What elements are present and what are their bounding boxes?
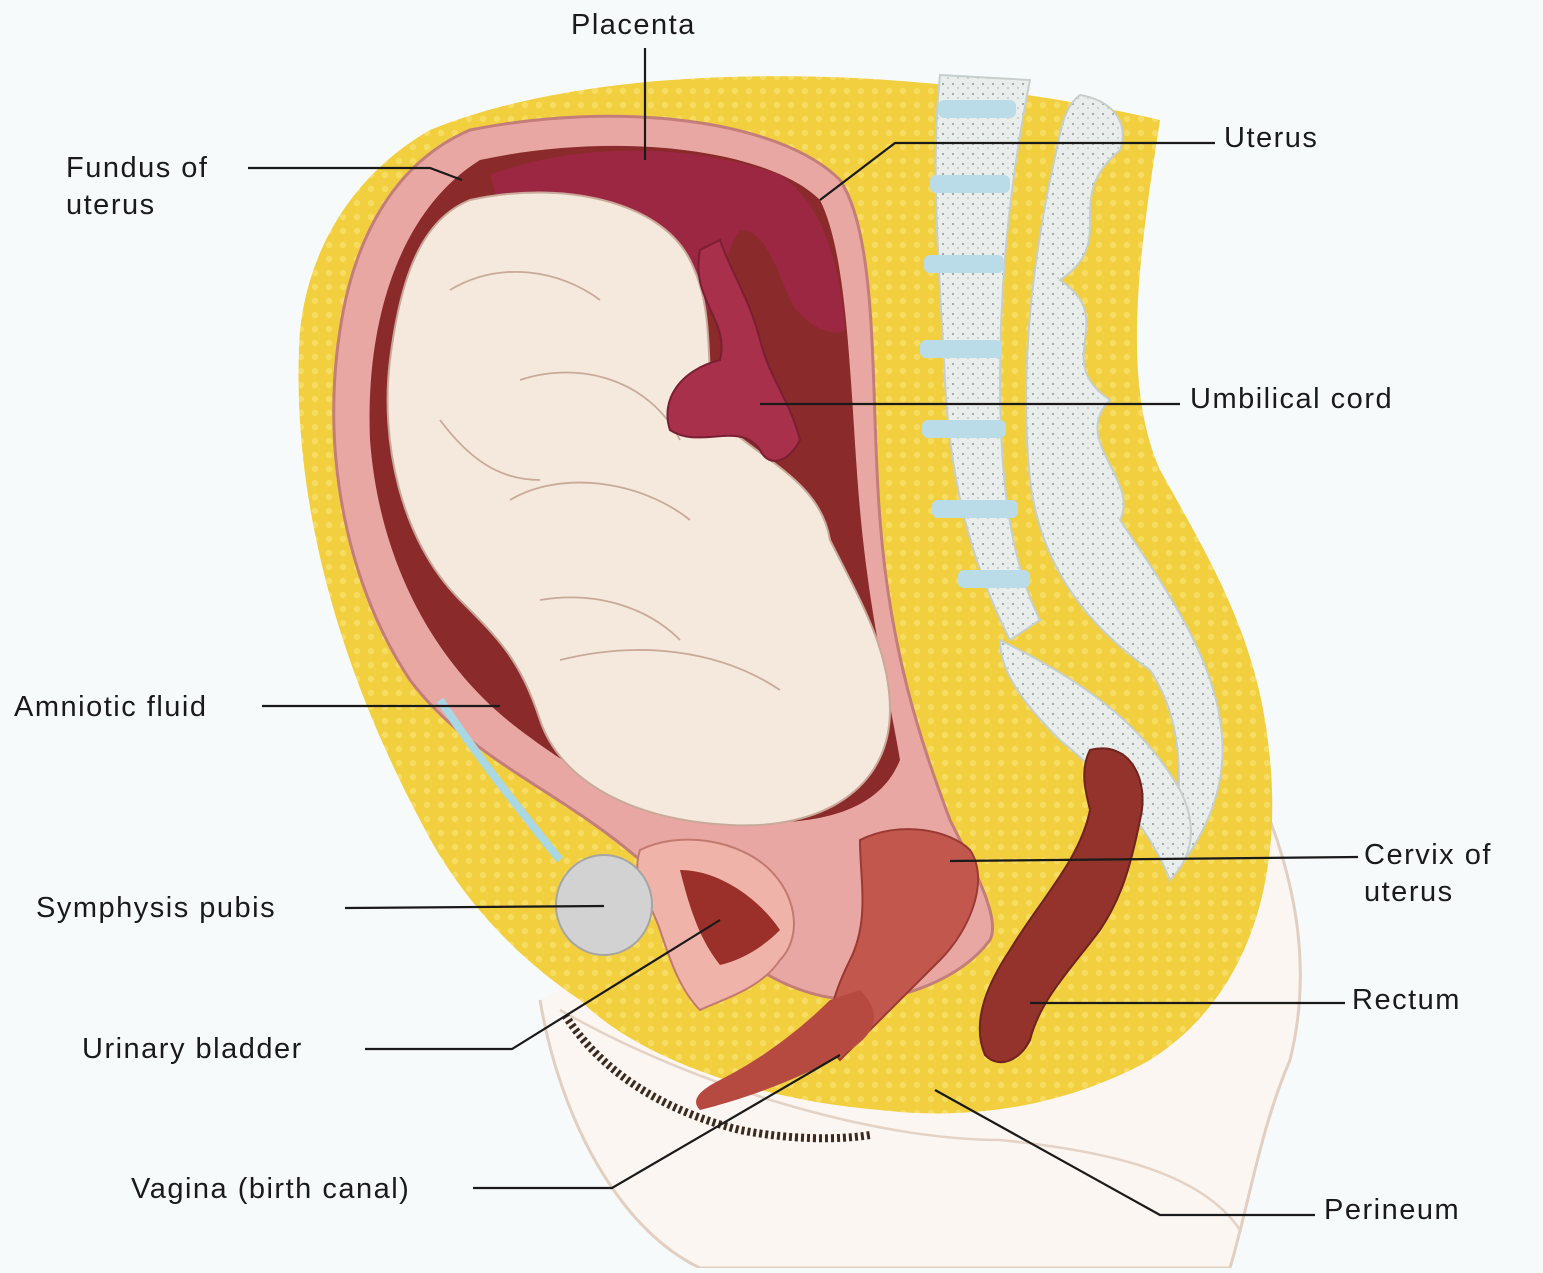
label-fundus-of-uterus: Fundus of uterus	[66, 150, 208, 224]
label-vagina-birth-canal: Vagina (birth canal)	[131, 1171, 410, 1208]
label-umbilical-cord: Umbilical cord	[1190, 381, 1393, 418]
label-cervix-line1: Cervix of	[1364, 837, 1492, 874]
label-cervix-line2: uterus	[1364, 874, 1492, 911]
label-fundus-line2: uterus	[66, 187, 208, 224]
label-rectum: Rectum	[1352, 982, 1461, 1019]
label-symphysis-pubis: Symphysis pubis	[36, 890, 276, 927]
label-uterus: Uterus	[1224, 120, 1318, 157]
label-urinary-bladder: Urinary bladder	[82, 1031, 303, 1068]
label-amniotic-fluid: Amniotic fluid	[14, 689, 207, 726]
label-placenta: Placenta	[571, 7, 696, 44]
label-perineum: Perineum	[1324, 1192, 1460, 1229]
label-cervix-of-uterus: Cervix of uterus	[1364, 837, 1492, 911]
symphysis-pubis	[556, 855, 652, 955]
label-fundus-line1: Fundus of	[66, 150, 208, 187]
